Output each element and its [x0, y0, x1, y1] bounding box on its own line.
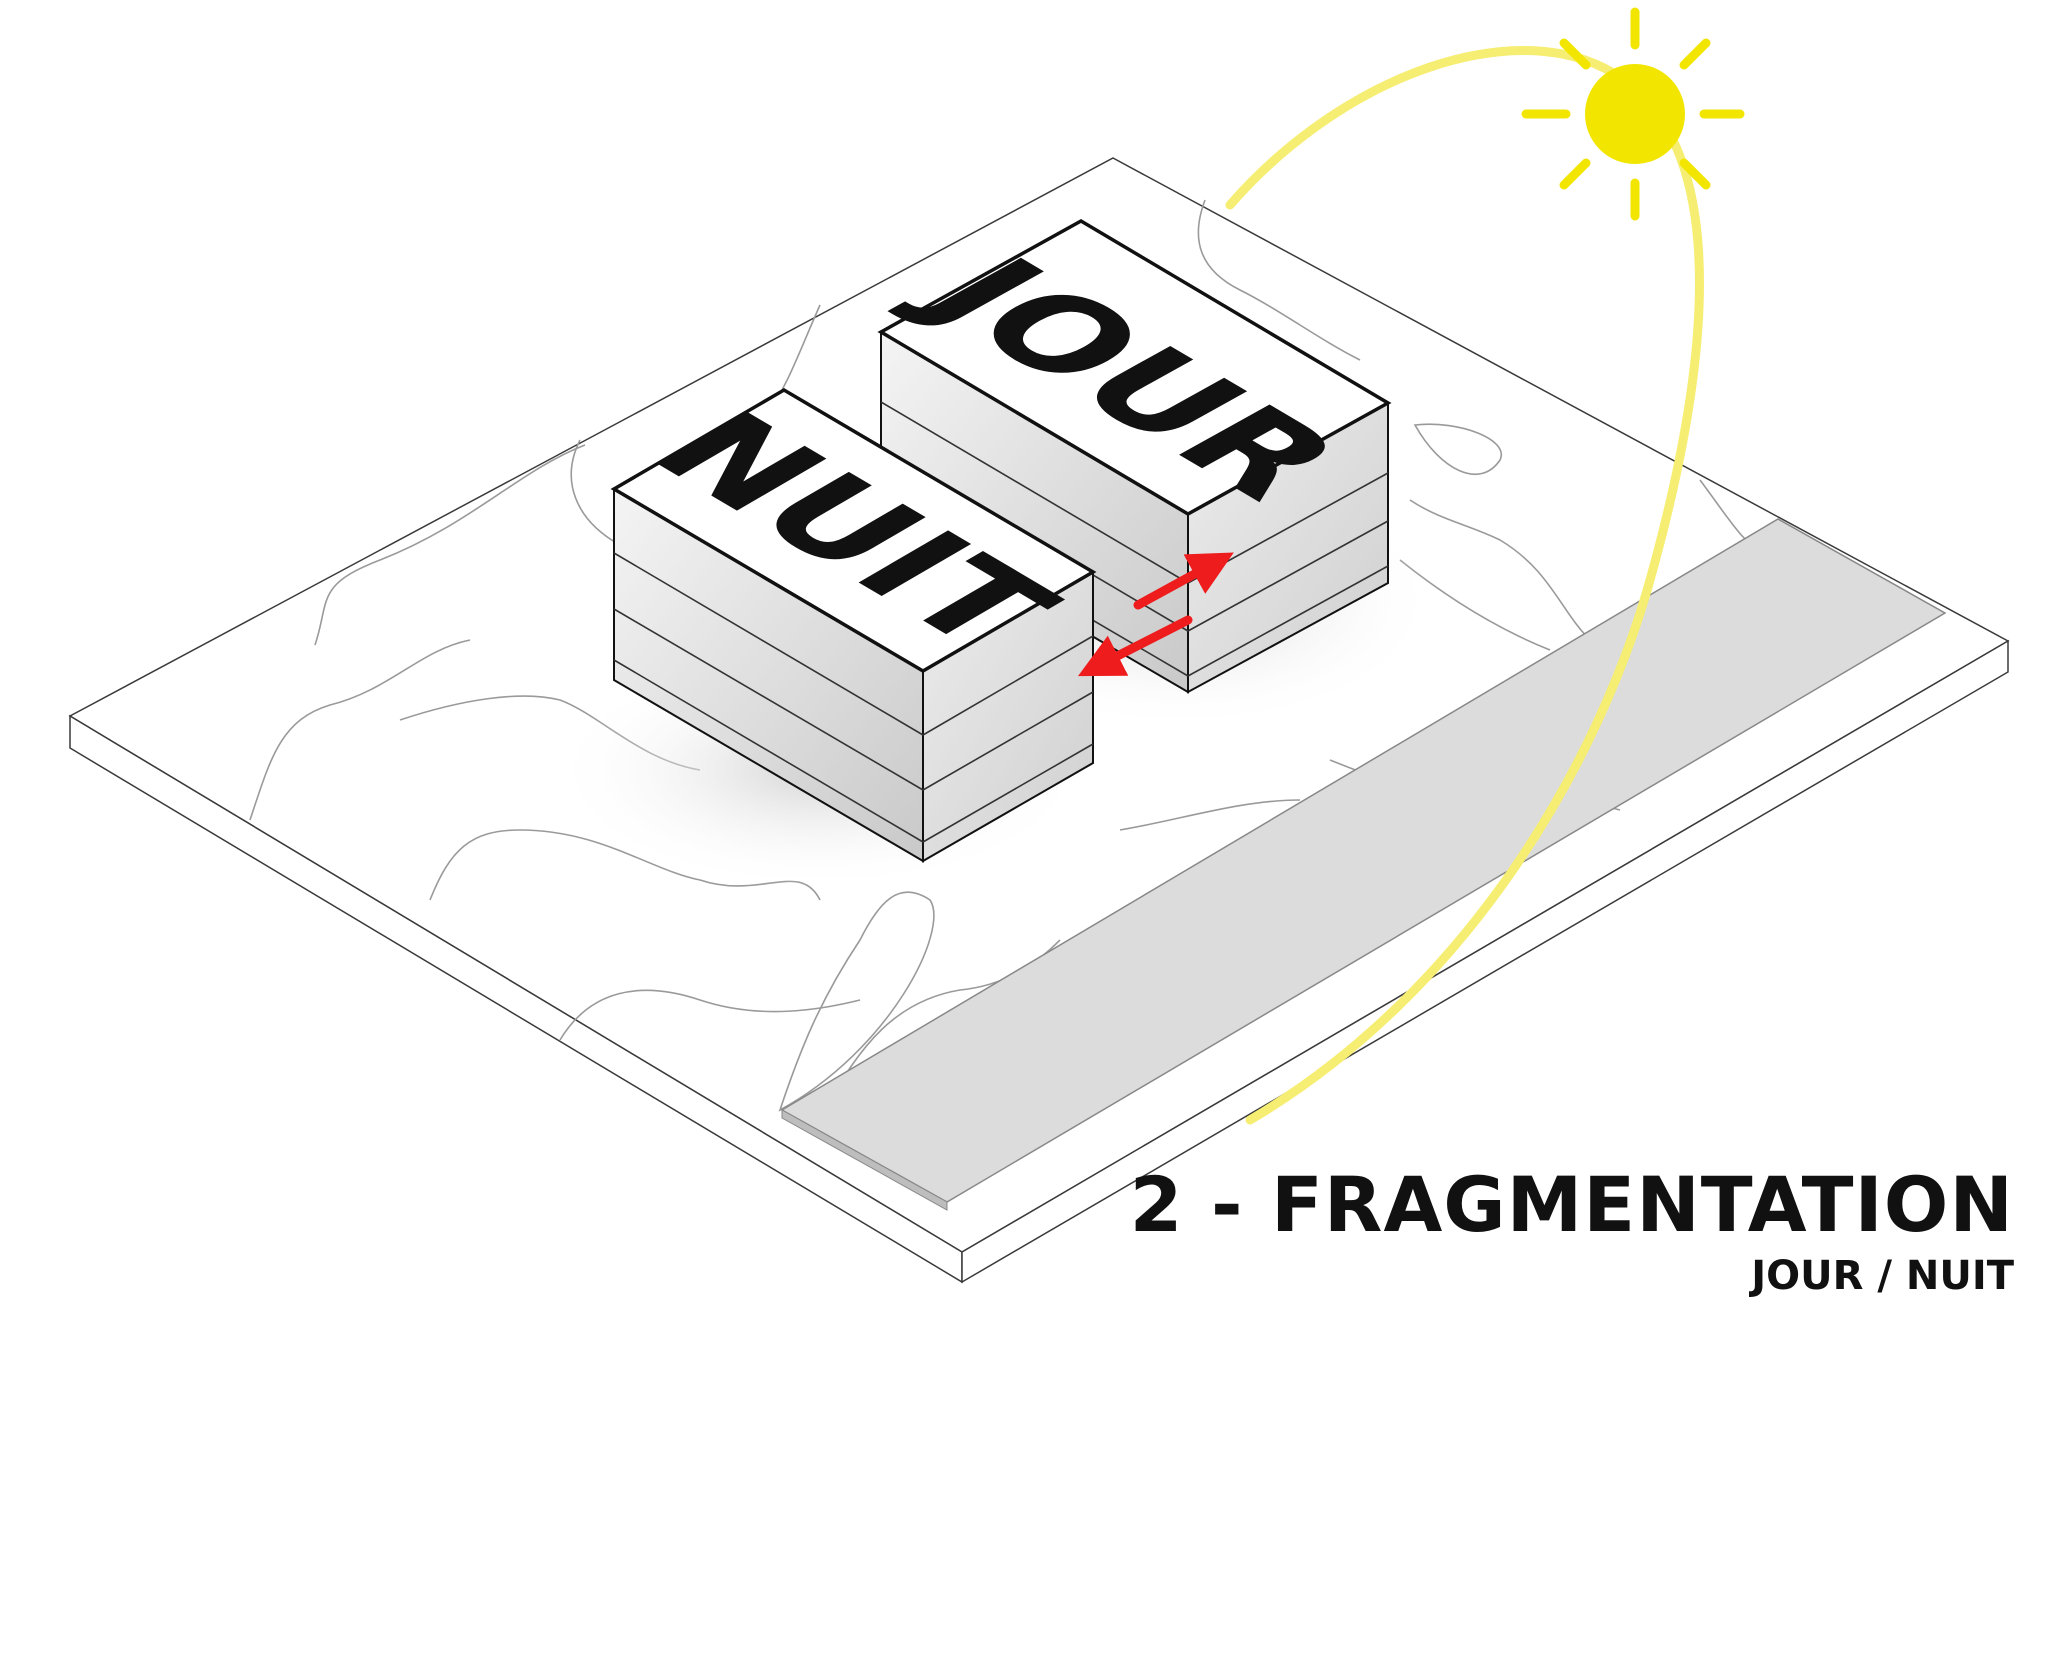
contour-line: [559, 989, 861, 1041]
floor-line: [922, 743, 1094, 843]
road-edge: [781, 1109, 948, 1211]
contour-line: [778, 891, 935, 1112]
floor-line: [613, 659, 924, 843]
contour-line: [1119, 799, 1301, 831]
arrow-to-jour: [1133, 552, 1234, 610]
contour-line: [249, 639, 471, 821]
block-nuit-top-face: [610, 387, 1097, 674]
floor-line: [1187, 565, 1389, 677]
floor-line: [922, 691, 1094, 791]
contour-line: [1413, 423, 1503, 476]
road: [780, 518, 1947, 1211]
floor-line: [613, 608, 924, 791]
diagram-title: 2 - FRAGMENTATION: [1129, 1160, 2014, 1249]
contour-line: [1197, 199, 1361, 361]
contour-line: [570, 439, 621, 546]
floor-line: [1187, 520, 1389, 632]
sun-ray: [1559, 158, 1591, 190]
sun-icon: [1521, 7, 1745, 221]
block-nuit-floor-lines: [613, 552, 1094, 843]
connection-arrows: [1077, 552, 1234, 677]
sun-ray: [1679, 38, 1711, 70]
diagram-subtitle: JOUR / NUIT: [1751, 1253, 2014, 1299]
sun-ray: [1559, 38, 1591, 70]
site-right-face: [961, 639, 2009, 1284]
contour-line: [314, 444, 586, 646]
contour-line: [1409, 499, 1591, 641]
sun-disc: [1585, 64, 1685, 164]
block-jour-top-face: [877, 218, 1392, 517]
floor-line: [922, 635, 1094, 736]
floor-line: [613, 552, 924, 736]
sun-ray: [1679, 158, 1711, 190]
sun-rays: [1521, 7, 1745, 221]
floor-line: [880, 401, 1189, 584]
block-nuit: NUIT: [610, 387, 1097, 863]
sun-path: [1225, 46, 1704, 1125]
arrow-to-nuit: [1077, 615, 1193, 677]
